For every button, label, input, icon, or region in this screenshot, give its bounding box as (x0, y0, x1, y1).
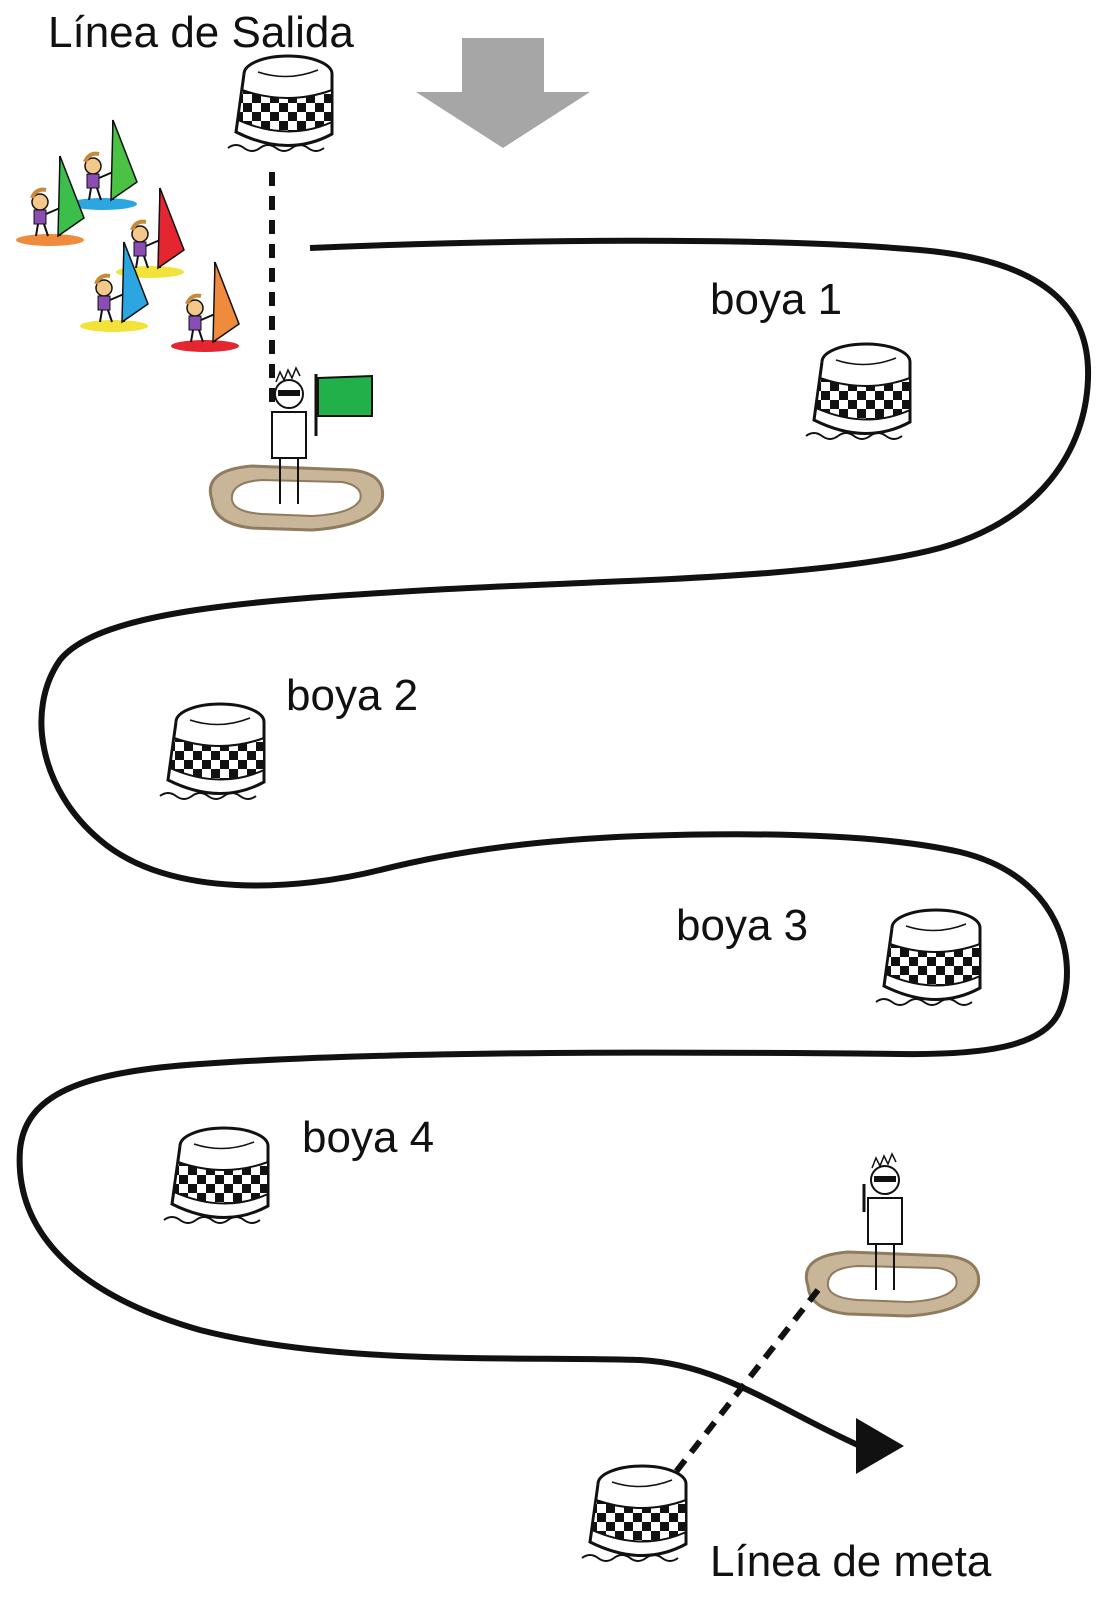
route-end-arrow-icon (856, 1418, 904, 1474)
finish-line-label: Línea de meta (710, 1537, 992, 1586)
wind-direction-icon (416, 38, 590, 148)
finish-dinghy-icon (804, 1152, 981, 1318)
finish-line (665, 1288, 821, 1484)
course-route (16, 237, 1092, 1449)
sail-red (157, 187, 185, 270)
buoy-2-label: boya 2 (286, 671, 418, 720)
start-buoy-icon (226, 54, 334, 153)
sail-green (57, 155, 85, 238)
buoy-3-icon (874, 908, 982, 1007)
buoy-4-label: boya 4 (302, 1113, 434, 1162)
sail-green (110, 119, 138, 202)
buoy-1-icon (804, 342, 912, 441)
buoy-3-label: boya 3 (676, 901, 808, 950)
start-line-label: Línea de Salida (48, 8, 354, 57)
buoy-1-label: boya 1 (710, 275, 842, 324)
green-flag-icon (317, 374, 373, 417)
sail-blue (121, 241, 149, 324)
finish-buoy-icon (580, 1464, 688, 1563)
buoy-4-icon (162, 1126, 270, 1225)
buoy-2-icon (158, 702, 266, 801)
sail-orange (212, 261, 240, 344)
